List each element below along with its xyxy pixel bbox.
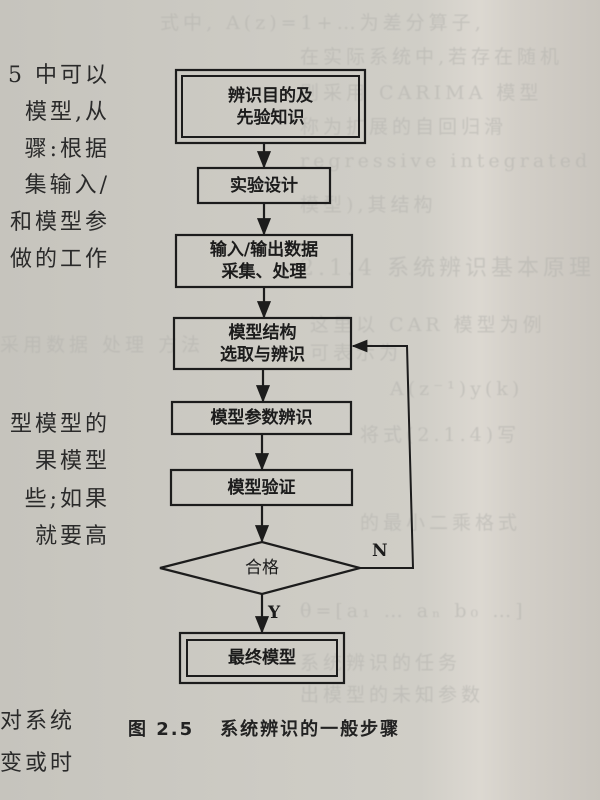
- body-text-line: 和模型参: [9, 210, 110, 235]
- body-text-line: 5 中可以: [8, 63, 110, 88]
- figure-caption: 图 2.5 系统辨识的一般步骤: [128, 715, 400, 741]
- bleed-through-text: 这里以 CAR 模型为例: [310, 314, 546, 336]
- body-text-line: 果模型: [34, 449, 110, 474]
- body-text-line: 型模型的: [9, 412, 110, 437]
- bleed-through-text: regressive integrated moving: [300, 150, 600, 172]
- figure-title: 系统辨识的一般步骤: [220, 719, 401, 740]
- node-line: 输入/输出数据: [209, 240, 319, 260]
- bleed-through-text: 2.1.4 系统辨识基本原理: [300, 256, 595, 281]
- bleed-through-text: θ=[a₁ … aₙ b₀ …]: [300, 600, 527, 622]
- decision-qualified: 合格: [200, 556, 324, 580]
- node-line: 选取与辨识: [220, 344, 305, 365]
- bleed-through-text: 称为扩展的自回归滑: [300, 116, 508, 138]
- bleed-through-text: 系统辨识的任务: [300, 652, 462, 674]
- body-text-line: 变或时: [0, 751, 72, 776]
- node-model-structure: 模型结构 选取与辨识: [174, 318, 351, 369]
- bleed-through-text: A(z⁻¹)y(k): [390, 378, 524, 400]
- bleed-through-text: 式中‚ A(z)=1+…为差分算子‚: [160, 12, 485, 34]
- node-parameter-identification: 模型参数辨识: [172, 402, 351, 434]
- body-text-line: 就要高: [34, 524, 110, 549]
- node-line: 先验知识: [236, 107, 305, 128]
- bleed-through-text: 模型)‚其结构: [300, 194, 437, 216]
- edge-label-no: N: [372, 541, 388, 561]
- bleed-through-text: 采用数据 处理 方法: [0, 334, 205, 356]
- bleed-through-text: 的最小二乘格式: [360, 512, 522, 534]
- node-final-model: 最终模型: [187, 640, 337, 676]
- node-model-validation: 模型验证: [171, 470, 352, 505]
- node-line: 模型结构: [228, 322, 297, 343]
- node-line: 合格: [245, 558, 279, 578]
- body-text-line: 对系统: [0, 709, 72, 734]
- node-io-data-collection: 输入/输出数据 采集、处理: [176, 235, 352, 287]
- body-text-line: 些;如果: [24, 487, 110, 512]
- node-line: 模型验证: [227, 477, 296, 498]
- node-line: 辨识目的及: [228, 85, 313, 106]
- figure-number: 图 2.5: [128, 719, 195, 740]
- node-experiment-design: 实验设计: [198, 168, 330, 203]
- bleed-through-text: 在实际系统中‚若存在随机: [300, 46, 564, 68]
- node-line: 采集、处理: [221, 262, 307, 282]
- bleed-through-text: 出模型的未知参数: [300, 684, 485, 706]
- node-line: 实验设计: [230, 175, 298, 196]
- body-text-line: 集输入/: [24, 173, 110, 198]
- node-identification-purpose: 辨识目的及 先验知识: [182, 76, 359, 137]
- bleed-through-text: 可表示为: [310, 342, 403, 364]
- node-outer-border: [174, 68, 367, 145]
- body-text-line: 做的工作: [9, 247, 110, 272]
- node-line: 模型参数辨识: [210, 408, 313, 428]
- body-text-line: 骤:根据: [24, 137, 110, 162]
- bleed-through-text: 将式(2.1.4)写: [360, 424, 521, 446]
- node-line: 最终模型: [228, 648, 296, 668]
- body-text-line: 模型,从: [25, 100, 110, 125]
- edge-label-yes: Y: [268, 603, 281, 623]
